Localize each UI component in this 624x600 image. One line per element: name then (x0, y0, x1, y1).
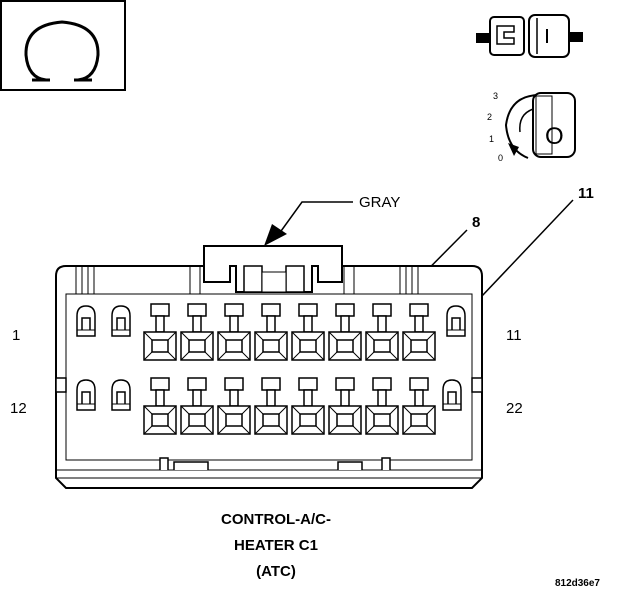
connector-title-line-1: CONTROL-A/C- (221, 511, 331, 528)
ignition-switch-icon: 3 2 1 0 O (487, 91, 576, 163)
cavity-top-1 (76, 305, 96, 337)
wire-color-arrow (264, 224, 287, 246)
connector-cavities (76, 303, 466, 435)
cavity-bottom-8 (328, 377, 362, 435)
row-label-top-right: 11 (506, 327, 522, 344)
cavity-bottom-4 (180, 377, 214, 435)
disconnected-connector-icon (476, 14, 583, 58)
pin-callout-11: 11 (578, 185, 594, 202)
cavity-bottom-7 (291, 377, 325, 435)
cavity-top-9 (365, 303, 399, 361)
cavity-top-6 (254, 303, 288, 361)
ignition-position-0: 0 (498, 153, 503, 163)
cavity-bottom-10 (402, 377, 436, 435)
row-label-bottom-left: 12 (10, 400, 27, 417)
row-label-top-left: 1 (12, 327, 20, 344)
cavity-top-8 (328, 303, 362, 361)
cavity-top-10 (402, 303, 436, 361)
wire-color-label: GRAY (359, 194, 400, 211)
cavity-top-5 (217, 303, 251, 361)
cavity-bottom-9 (365, 377, 399, 435)
cavity-bottom-11 (442, 379, 462, 411)
ignition-position-1: 1 (489, 134, 494, 144)
ignition-position-2: 2 (487, 112, 492, 122)
cavity-top-2 (111, 305, 131, 337)
cavity-bottom-5 (217, 377, 251, 435)
ignition-position-3: 3 (493, 91, 498, 101)
figure-code: 812d36e7 (555, 578, 600, 589)
pin-callout-8: 8 (472, 214, 480, 231)
right-key (471, 377, 483, 393)
cavity-top-4 (180, 303, 214, 361)
connector-body (55, 265, 483, 489)
ohmmeter-icon (0, 0, 126, 91)
cavity-bottom-3 (143, 377, 177, 435)
cavity-bottom-2 (111, 379, 131, 411)
connector-title-line-2: HEATER C1 (234, 537, 318, 554)
cavity-bottom-1 (76, 379, 96, 411)
connector-lock-tab (203, 245, 343, 293)
connector-title-line-3: (ATC) (256, 563, 296, 580)
cavity-top-11 (446, 305, 466, 337)
cavity-top-7 (291, 303, 325, 361)
left-key (55, 377, 67, 393)
bottom-ribs (159, 457, 391, 470)
wire-color-leader (275, 201, 353, 239)
switch-glyph: O (545, 123, 564, 150)
row-label-bottom-right: 22 (506, 400, 523, 417)
cavity-top-3 (143, 303, 177, 361)
cavity-bottom-6 (254, 377, 288, 435)
